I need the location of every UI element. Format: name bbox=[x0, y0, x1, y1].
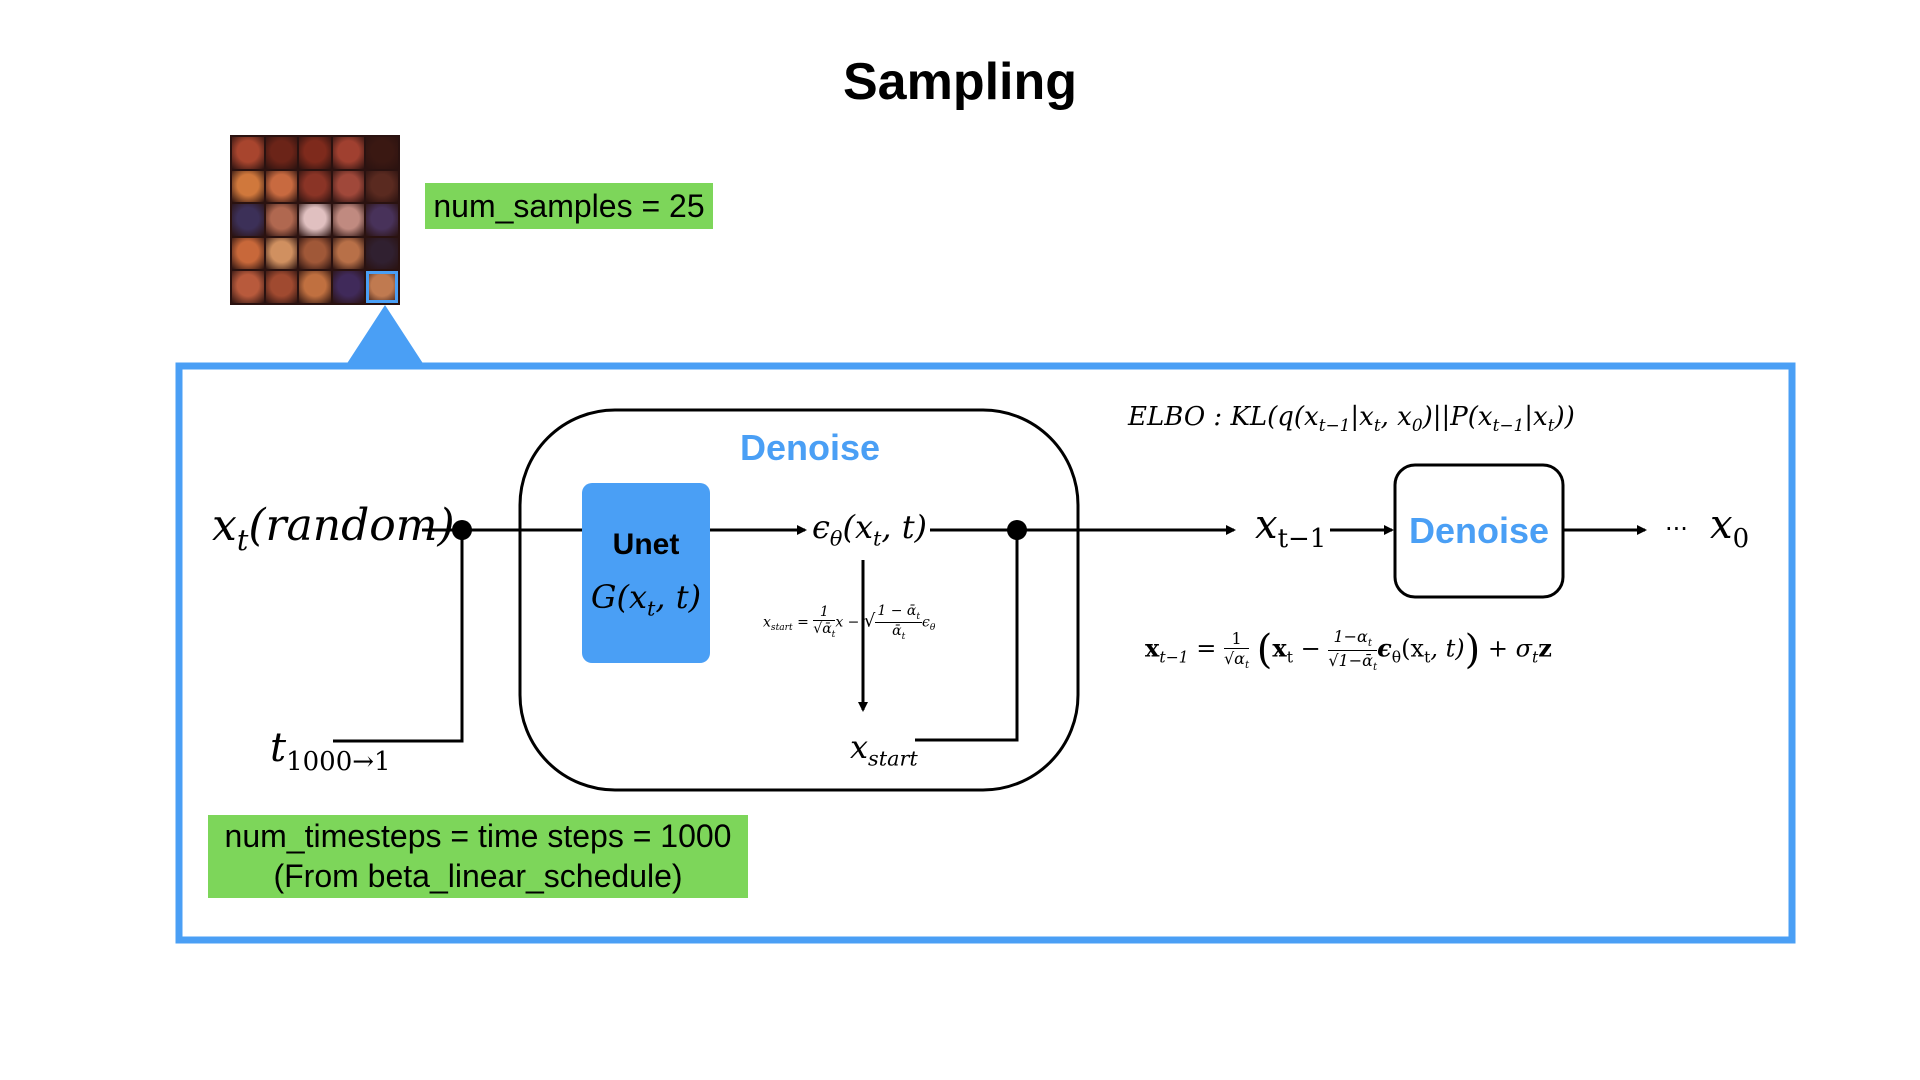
sample-image-tile bbox=[232, 237, 264, 270]
elbo-expression: ELBO : KL(q(xt−1|xt, x0)||P(xt−1|xt)) bbox=[1128, 402, 1575, 436]
sample-image-tile bbox=[366, 137, 398, 169]
xt-random-label: xt(random) bbox=[212, 500, 455, 557]
sample-image-tile bbox=[366, 271, 398, 303]
eps-theta-label: ϵθ(xt, t) bbox=[812, 508, 928, 551]
num-timesteps-label: num_timesteps = time steps = 1000 (From … bbox=[208, 815, 748, 898]
sample-image-tile bbox=[299, 271, 331, 303]
sample-image-tile bbox=[332, 271, 365, 303]
num-timesteps-line1: num_timesteps = time steps = 1000 bbox=[224, 818, 732, 854]
sample-image-tile bbox=[232, 204, 264, 236]
sample-image-tile bbox=[299, 137, 331, 169]
sample-image-tile bbox=[265, 170, 298, 203]
num-timesteps-line2: (From beta_linear_schedule) bbox=[273, 858, 683, 894]
unet-label: Unet bbox=[612, 528, 680, 561]
t-range-label: t1000→1 bbox=[270, 725, 391, 777]
sample-image-tile bbox=[299, 170, 331, 203]
sample-image-tile bbox=[299, 237, 331, 270]
num-samples-label: num_samples = 25 bbox=[425, 183, 713, 229]
sample-image-tile bbox=[265, 204, 298, 236]
denoise-small-label: Denoise bbox=[1408, 510, 1550, 551]
ellipsis: ··· bbox=[1665, 515, 1688, 543]
sample-image-tile bbox=[232, 137, 264, 169]
denoise-box bbox=[518, 408, 1080, 792]
sample-image-tile bbox=[332, 170, 365, 203]
sample-image-grid bbox=[230, 135, 400, 305]
sample-image-tile bbox=[265, 271, 298, 303]
sample-image-tile bbox=[265, 137, 298, 169]
sample-image-tile bbox=[332, 137, 365, 169]
denoise-label: Denoise bbox=[739, 427, 881, 468]
unet-function: G(xt, t) bbox=[590, 578, 702, 621]
sample-image-tile bbox=[232, 271, 264, 303]
sample-image-tile bbox=[299, 204, 331, 236]
sample-image-tile bbox=[366, 204, 398, 236]
unet-box bbox=[582, 483, 710, 663]
xstart-label: xstart bbox=[850, 728, 918, 771]
sample-image-tile bbox=[366, 237, 398, 270]
page-title: Sampling bbox=[842, 53, 1078, 111]
sample-image-tile bbox=[332, 204, 365, 236]
sample-image-tile bbox=[265, 237, 298, 270]
x0-label: x0 bbox=[1710, 502, 1750, 554]
sample-image-tile bbox=[366, 170, 398, 203]
outer-frame bbox=[175, 362, 1796, 944]
pointer-triangle bbox=[346, 305, 424, 365]
xt-minus-1-label: xt−1 bbox=[1255, 502, 1327, 554]
sample-image-tile bbox=[232, 170, 264, 203]
sample-image-tile bbox=[332, 237, 365, 270]
